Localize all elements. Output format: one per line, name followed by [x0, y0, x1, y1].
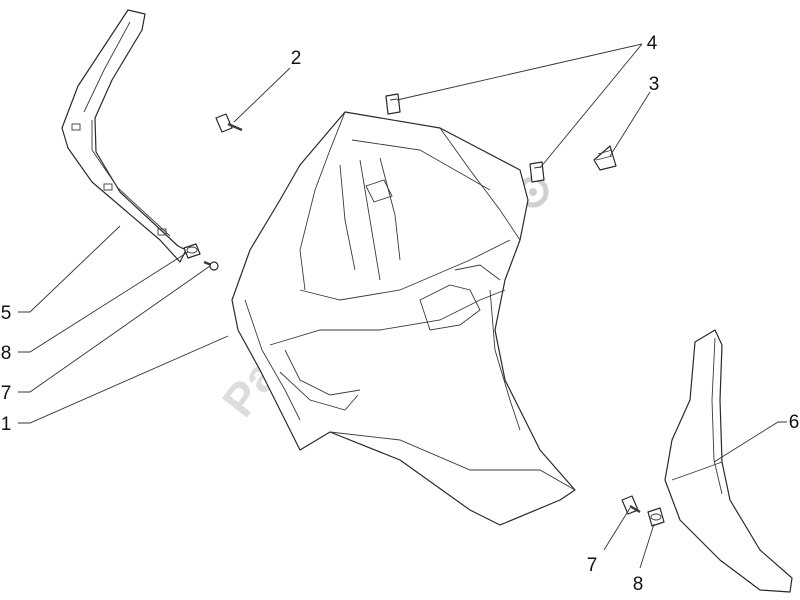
leader-8-right — [639, 523, 655, 569]
leader-1 — [18, 335, 229, 424]
leader-7-left — [18, 265, 211, 393]
callout-8-right: 8 — [633, 574, 644, 595]
grommet-part-8-right — [647, 507, 665, 527]
callout-1: 1 — [1, 414, 12, 435]
front-shield-part-1 — [231, 111, 576, 526]
screw-part-2 — [215, 113, 243, 133]
leader-2 — [233, 67, 291, 123]
callout-6: 6 — [789, 412, 800, 433]
callout-2: 2 — [291, 48, 302, 69]
leader-7-right — [603, 507, 631, 551]
screw-part-7-left — [203, 260, 219, 271]
leader-lines — [18, 43, 787, 569]
left-trim-strip-part-5 — [61, 9, 187, 263]
callout-5: 5 — [1, 303, 12, 324]
callout-7-right: 7 — [587, 555, 598, 576]
callout-labels: 2 4 3 5 8 7 1 6 7 8 — [1, 33, 800, 595]
callout-7-left: 7 — [1, 383, 12, 404]
leader-3 — [609, 91, 651, 157]
leader-4-lower — [539, 43, 643, 169]
clip-part-4-upper — [385, 93, 401, 115]
leader-5 — [18, 225, 121, 313]
callout-3: 3 — [649, 74, 660, 95]
screw-part-7-right — [621, 495, 641, 515]
grommet-part-8-left — [183, 243, 201, 259]
screw-part-3 — [593, 145, 617, 171]
right-trim-strip-part-6 — [664, 329, 793, 593]
callout-8-left: 8 — [1, 343, 12, 364]
leader-8-left — [18, 251, 189, 353]
leader-6 — [713, 421, 787, 463]
callout-4: 4 — [647, 33, 658, 54]
leader-4-upper — [396, 43, 643, 101]
